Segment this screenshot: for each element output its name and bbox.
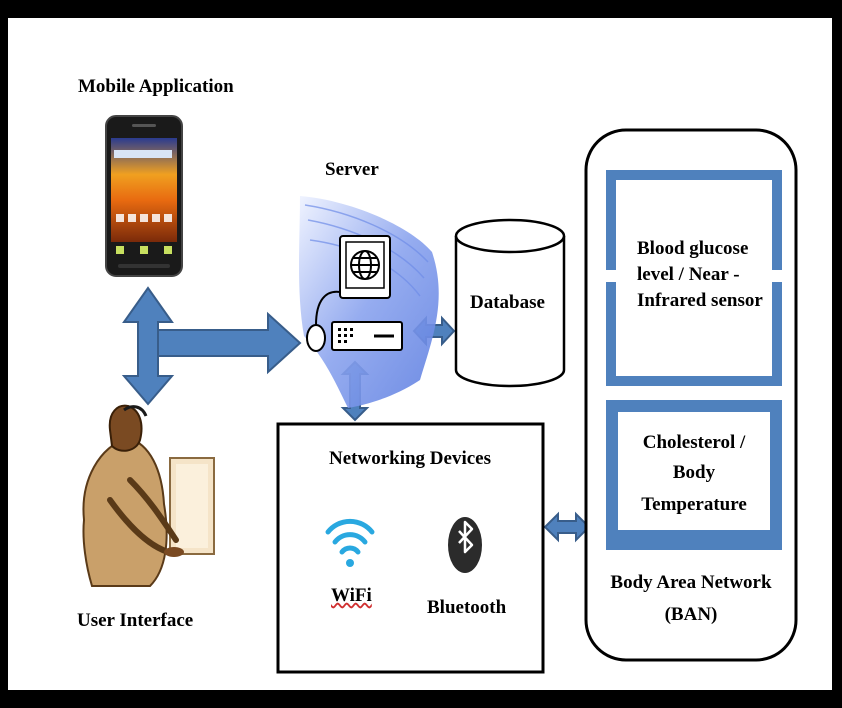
- cholesterol-label-line1: Cholesterol /: [642, 432, 746, 453]
- frame-border-bottom: [0, 690, 842, 708]
- wifi-label: WiFi: [331, 585, 372, 606]
- user-at-computer-icon: [82, 404, 215, 587]
- arrow-to-server: [157, 311, 302, 375]
- wifi-icon: [325, 518, 375, 567]
- bluetooth-label: Bluetooth: [427, 597, 507, 618]
- bluetooth-icon: [448, 517, 482, 573]
- globe-icon: [350, 250, 380, 280]
- networking-devices-label: Networking Devices: [329, 448, 491, 469]
- frame-border-right: [832, 0, 842, 708]
- cholesterol-label-line3: Temperature: [641, 494, 747, 515]
- server-computer-icon: [299, 196, 439, 408]
- cholesterol-sensor-box: [606, 400, 782, 550]
- blood-glucose-label-line2: level / Near -: [637, 264, 740, 285]
- database-cylinder: [454, 218, 566, 388]
- ban-label-line1: Body Area Network: [610, 572, 772, 593]
- frame-border-top: [0, 0, 842, 18]
- smartphone-icon: [105, 115, 183, 277]
- server-label: Server: [325, 159, 379, 180]
- user-interface-label: User Interface: [77, 610, 194, 631]
- mobile-application-label: Mobile Application: [78, 76, 234, 97]
- database-label: Database: [470, 292, 545, 313]
- networking-devices-box: [276, 422, 545, 674]
- frame-border-left: [0, 0, 8, 708]
- ban-label-line2: (BAN): [664, 604, 718, 625]
- blood-glucose-sensor-box: [606, 170, 782, 386]
- arrow-networking-ban: [543, 511, 591, 543]
- arrow-phone-user: [121, 286, 175, 406]
- cholesterol-label-line2: Body: [672, 462, 716, 483]
- blood-glucose-label-line3: Infrared sensor: [637, 290, 763, 311]
- blood-glucose-label-line1: Blood glucose: [637, 238, 749, 259]
